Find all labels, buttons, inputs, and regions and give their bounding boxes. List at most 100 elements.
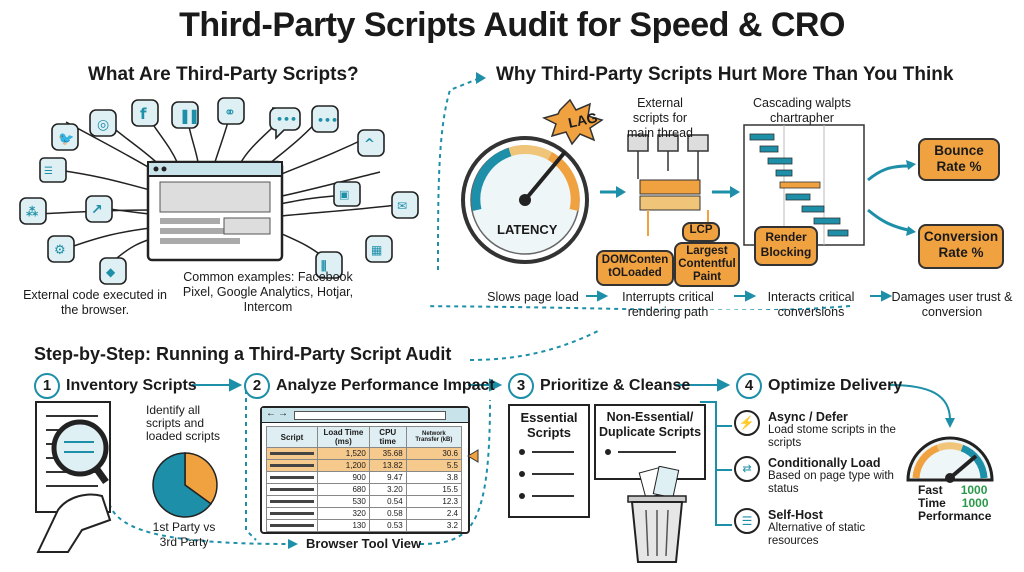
nonessential-title: Non-Essential/ Duplicate Scripts bbox=[598, 410, 702, 439]
script-name-placeholder bbox=[270, 452, 314, 456]
table-cell: 1,200 bbox=[317, 459, 370, 472]
table-cell: 0.58 bbox=[368, 507, 407, 520]
table-cell: 1,520 bbox=[317, 447, 370, 460]
latency-label: LATENCY bbox=[497, 222, 558, 237]
col-cpu-time: CPU time bbox=[368, 426, 407, 448]
table-cell: 320 bbox=[317, 507, 370, 520]
step-1-title: Inventory Scripts bbox=[66, 377, 197, 394]
svg-text:⚭: ⚭ bbox=[224, 105, 236, 121]
table-cell: 9.47 bbox=[368, 471, 407, 484]
selfhost-title: Self-Host bbox=[768, 508, 823, 522]
svg-text:⫼: ⫼ bbox=[321, 259, 327, 273]
address-bar[interactable] bbox=[294, 411, 446, 420]
cell-script bbox=[266, 495, 318, 508]
svg-text:f: f bbox=[140, 105, 147, 123]
conditional-title: Conditionally Load bbox=[768, 456, 881, 470]
table-cell: 3.2 bbox=[405, 519, 463, 532]
external-code-caption: External code executed in the browser. bbox=[23, 288, 167, 317]
svg-text:✉: ✉ bbox=[397, 199, 407, 213]
trash-can-icon bbox=[627, 466, 687, 563]
optimize-item-async: ⚡ Async / Defer Load stome scripts in th… bbox=[734, 410, 904, 450]
flow-step-3: Interacts critical conversions bbox=[767, 290, 855, 319]
table-header-row: Script Load Time (ms) CPU time Network T… bbox=[266, 426, 463, 448]
back-icon[interactable]: ← bbox=[266, 408, 276, 419]
steps-connectors bbox=[107, 330, 955, 549]
table-cell: 30.6 bbox=[405, 447, 463, 460]
step-2-number: 2 bbox=[244, 373, 270, 399]
browser-tool-caption: Browser Tool View bbox=[306, 536, 422, 551]
table-cell: 0.53 bbox=[368, 519, 407, 532]
optimize-item-selfhost: ☰ Self-Host Alternative of static resour… bbox=[734, 508, 904, 548]
cell-script bbox=[266, 519, 318, 532]
table-cell: 13.82 bbox=[368, 459, 407, 472]
pie-slice-third-party bbox=[152, 452, 212, 518]
svg-text:⁂: ⁂ bbox=[26, 205, 39, 219]
browser-tool-window: ← → Script Load Time (ms) CPU time Netwo… bbox=[260, 406, 470, 534]
cell-script bbox=[266, 471, 318, 484]
col-script: Script bbox=[266, 426, 318, 448]
script-name-placeholder bbox=[270, 464, 314, 468]
flow-step-1: Slows page load bbox=[487, 290, 579, 304]
table-cell: 130 bbox=[317, 519, 370, 532]
cell-script bbox=[266, 507, 318, 520]
table-cell: 0.54 bbox=[368, 495, 407, 508]
bolt-icon: ⚡ bbox=[734, 410, 760, 436]
dom-content-loaded-box: DOMConten tOLoaded bbox=[596, 250, 674, 286]
essential-title: Essential Scripts bbox=[520, 410, 578, 440]
performance-gauge bbox=[906, 436, 994, 483]
why-heading: Why Third-Party Scripts Hurt More Than Y… bbox=[496, 64, 954, 85]
cell-script bbox=[266, 447, 318, 460]
essential-scripts-card: Essential Scripts bbox=[508, 404, 590, 518]
forward-icon[interactable]: → bbox=[278, 408, 288, 419]
table-cell: 3.8 bbox=[405, 471, 463, 484]
script-network-illustration: 🐦 ◎ f ▐▐ ⚭ ••• ••• ^ ☰ ⁂ ↗ ⚙ ◆ ▣ ✉ ▦ ⫼ bbox=[19, 97, 419, 285]
cascading-label: Cascading walpts chartrapher bbox=[753, 96, 851, 125]
async-desc: Load stome scripts in the scripts bbox=[768, 424, 896, 449]
col-network: Network Transfer (kB) bbox=[405, 426, 463, 448]
step-3-title: Prioritize & Cleanse bbox=[540, 377, 691, 394]
step-1-number: 1 bbox=[34, 373, 60, 399]
nonessential-list-icon bbox=[605, 449, 676, 455]
optimize-item-conditional: ⇄ Conditionally Load Based on page type … bbox=[734, 456, 904, 496]
bounce-rate-box: Bounce Rate % bbox=[918, 138, 1000, 181]
script-name-placeholder bbox=[270, 500, 314, 504]
svg-text:•••: ••• bbox=[317, 114, 338, 127]
conditional-icon: ⇄ bbox=[734, 456, 760, 482]
step-3-label: 3 Prioritize & Cleanse bbox=[508, 373, 690, 399]
step-2-title: Analyze Performance Impact bbox=[276, 377, 495, 394]
flow-step-2: Interrupts critical rendering path bbox=[622, 290, 714, 319]
table-cell: 3.20 bbox=[368, 483, 407, 496]
script-name-placeholder bbox=[270, 524, 314, 528]
script-name-placeholder bbox=[270, 512, 314, 516]
page-title: Third-Party Scripts Audit for Speed & CR… bbox=[179, 6, 845, 44]
script-name-placeholder bbox=[270, 476, 314, 480]
svg-text:•••: ••• bbox=[276, 113, 297, 126]
step-4-number: 4 bbox=[736, 373, 762, 399]
step-2-label: 2 Analyze Performance Impact bbox=[244, 373, 495, 399]
table-cell: 35.68 bbox=[368, 447, 407, 460]
step-3-number: 3 bbox=[508, 373, 534, 399]
why-illustration bbox=[430, 72, 916, 310]
server-icon: ☰ bbox=[734, 508, 760, 534]
step-1-label: 1 Inventory Scripts bbox=[34, 373, 197, 399]
selfhost-desc: Alternative of static resources bbox=[768, 522, 866, 547]
cell-script bbox=[266, 483, 318, 496]
svg-text:⚙: ⚙ bbox=[54, 243, 66, 258]
largest-contentful-paint-box: Largest Contentful Paint bbox=[674, 242, 740, 287]
svg-text:▣: ▣ bbox=[339, 188, 349, 201]
render-blocking-box: Render Blocking bbox=[754, 226, 818, 266]
browser-toolbar: ← → bbox=[262, 408, 468, 423]
svg-text:🐦: 🐦 bbox=[58, 132, 74, 147]
svg-text:▐▐: ▐▐ bbox=[178, 109, 197, 124]
what-heading: What Are Third-Party Scripts? bbox=[88, 64, 359, 85]
external-scripts-label: External scripts for main thread bbox=[626, 96, 693, 140]
svg-text:◎: ◎ bbox=[97, 117, 109, 133]
